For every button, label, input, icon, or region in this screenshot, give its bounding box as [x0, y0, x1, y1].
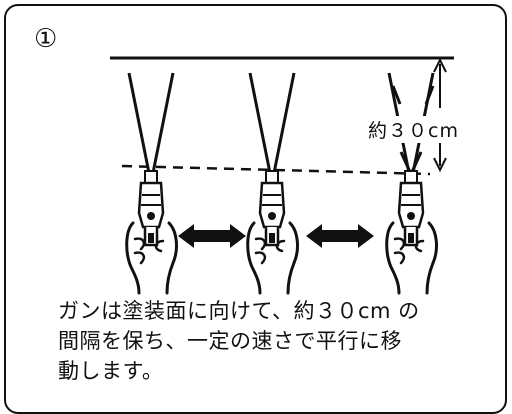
- spray-gun-icon: [246, 71, 299, 295]
- caption-line: 動します。: [58, 359, 164, 383]
- caption-line: 間隔を保ち、一定の速さで平行に移: [58, 329, 402, 353]
- dimension-arrow-icon: [433, 57, 447, 173]
- double-arrow-icon: [178, 224, 246, 248]
- distance-label: 約３０cm: [366, 116, 461, 143]
- caption: ガンは塗装面に向けて、約３０cm の 間隔を保ち、一定の速さで平行に移 動します…: [58, 296, 506, 386]
- step-number: ①: [34, 24, 58, 54]
- double-arrow-icon: [306, 224, 374, 248]
- spray-gun-icon: [385, 71, 438, 295]
- spray-gun-icon: [125, 71, 178, 295]
- caption-line: ガンは塗装面に向けて、約３０cm の: [58, 299, 420, 323]
